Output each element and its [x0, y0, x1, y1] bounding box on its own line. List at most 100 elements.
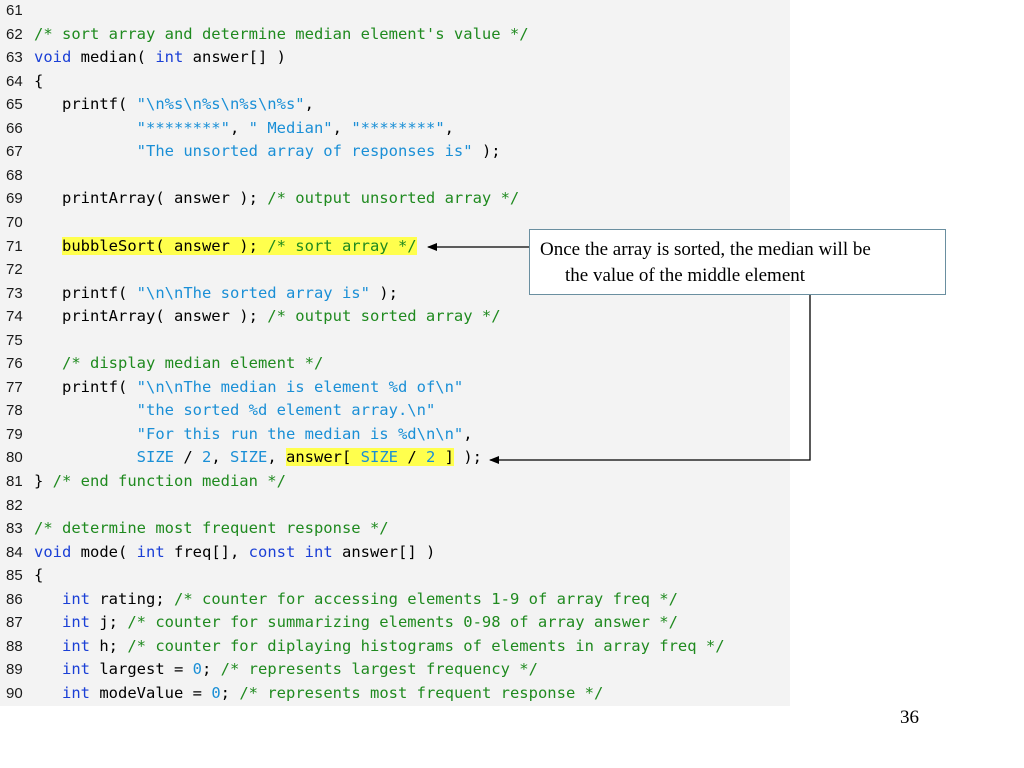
code-line: 79 "For this run the median is %d\n\n", — [0, 423, 790, 446]
code-token-plain: rating; — [90, 589, 174, 608]
code-token-plain: , — [332, 118, 352, 137]
line-number: 69 — [6, 190, 23, 208]
line-number: 85 — [6, 567, 23, 585]
line-number: 65 — [6, 96, 23, 114]
code-token-keyword: void — [34, 48, 72, 67]
code-token-plain: / — [397, 448, 426, 467]
code-line: 81 } /* end function median */ — [0, 470, 790, 493]
line-number: 68 — [6, 166, 23, 184]
code-token-keyword: int — [62, 613, 90, 632]
code-token-comment: /* counter for summarizing elements 0-98… — [127, 613, 678, 632]
code-token-keyword: int — [155, 48, 184, 67]
code-line: 68 — [0, 164, 790, 187]
code-token-plain: median( — [71, 48, 156, 67]
code-token-plain: printArray( answer ); — [34, 307, 268, 326]
code-token-plain: freq[], — [164, 542, 249, 561]
code-token-string: "********" — [136, 118, 230, 137]
code-text: /* sort array and determine median eleme… — [34, 23, 529, 46]
line-number: 67 — [6, 143, 23, 161]
code-token-comment: /* determine most frequent response */ — [34, 519, 389, 538]
code-token-plain: answer[] ) — [332, 542, 436, 561]
code-token-string: "\n\nThe sorted array is" — [136, 283, 370, 302]
line-number: 81 — [6, 473, 23, 490]
code-line: 64 { — [0, 70, 790, 93]
code-token-string: "the sorted %d element array.\n" — [136, 401, 436, 420]
code-token-keyword: int — [62, 683, 90, 702]
code-line: 70 — [0, 211, 790, 234]
code-token-plain: { — [34, 71, 44, 90]
code-token-plain: , — [304, 95, 314, 114]
code-line: 75 — [0, 329, 790, 352]
code-token-plain: j; — [90, 613, 128, 632]
code-token-comment: /* sort array and determine median eleme… — [34, 24, 529, 43]
code-token-comment: /* sort array */ — [267, 236, 417, 255]
line-number: 72 — [6, 261, 23, 279]
code-line: 62 /* sort array and determine median ele… — [0, 23, 790, 46]
line-number: 66 — [6, 119, 23, 137]
code-line: 76 /* display median element */ — [0, 352, 790, 375]
line-number: 88 — [6, 637, 23, 655]
code-text: printf( "\n\nThe median is element %d of… — [34, 376, 463, 399]
code-token-string: "For this run the median is %d\n\n" — [136, 424, 464, 443]
code-token-plain: printArray( answer ); — [34, 189, 268, 208]
code-token-comment: /* counter for accessing elements 1-9 of… — [174, 589, 678, 608]
code-token-comment: /* counter for diplaying histograms of e… — [127, 636, 725, 655]
code-token-comment: /* end function median */ — [52, 472, 286, 490]
code-line: 77 printf( "\n\nThe median is element %d… — [0, 376, 790, 399]
code-token-plain: answer[] ) — [183, 48, 286, 67]
code-token-plain: mode( — [71, 542, 137, 561]
code-token-comment: /* represents most frequent response */ — [239, 683, 604, 702]
code-token-plain: , — [267, 448, 286, 467]
code-token-keyword: int — [62, 636, 90, 655]
code-token-string: "********" — [351, 118, 445, 137]
code-text: } /* end function median */ — [34, 470, 286, 493]
code-text: { — [34, 70, 43, 93]
code-line: 66 "********", " Median", "********", — [0, 117, 790, 140]
code-token-keyword: int — [304, 542, 333, 561]
code-token-string: " Median" — [248, 118, 333, 137]
line-number: 76 — [6, 355, 23, 373]
code-line: 87 int j; /* counter for summarizing ele… — [0, 611, 790, 634]
code-line: 88 int h; /* counter for diplaying histo… — [0, 635, 790, 658]
code-text: void median( int answer[] ) — [34, 46, 286, 69]
code-text: printArray( answer ); /* output unsorted… — [34, 187, 519, 210]
code-text: void mode( int freq[], const int answer[… — [34, 541, 435, 564]
code-line: 74 printArray( answer ); /* output sorte… — [0, 305, 790, 328]
line-number: 80 — [6, 449, 23, 467]
code-token-keyword: int — [62, 660, 90, 679]
line-number: 70 — [6, 213, 23, 231]
code-token-string: "\n%s\n%s\n%s\n%s" — [136, 95, 305, 114]
code-token-plain: ] — [435, 448, 454, 467]
callout-text-line-2: the value of the middle element — [565, 265, 806, 286]
code-line: 69 printArray( answer ); /* output unsor… — [0, 187, 790, 210]
line-number: 86 — [6, 590, 23, 608]
code-token-comment: /* display median element */ — [62, 354, 324, 373]
code-text: "the sorted %d element array.\n" — [34, 399, 436, 422]
code-token-plain: printf( — [34, 283, 137, 302]
line-number: 82 — [6, 496, 23, 514]
code-line: 83 /* determine most frequent response */ — [0, 517, 790, 540]
callout-text-line-1: Once the array is sorted, the median wil… — [540, 239, 871, 260]
code-token-plain: modeValue = — [90, 683, 212, 702]
code-token-comment: /* represents largest frequency */ — [220, 660, 538, 679]
code-line: 82 — [0, 494, 790, 517]
line-number: 73 — [6, 284, 23, 302]
code-text: printArray( answer ); /* output sorted a… — [34, 305, 501, 328]
code-text: int rating; /* counter for accessing ele… — [34, 588, 678, 611]
code-token-comment: /* output sorted array */ — [267, 307, 501, 326]
line-number: 83 — [6, 520, 23, 538]
code-text: printf( "\n%s\n%s\n%s\n%s", — [34, 93, 314, 116]
code-text: "********", " Median", "********", — [34, 117, 454, 140]
code-token-keyword: int — [62, 589, 90, 608]
arrow-to-line-80 — [489, 295, 811, 464]
code-line: 73 printf( "\n\nThe sorted array is" ); — [0, 282, 790, 305]
line-number: 62 — [6, 25, 23, 43]
code-token-string: SIZE — [230, 448, 268, 467]
line-number: 64 — [6, 72, 23, 90]
code-token-num: 2 — [425, 448, 436, 467]
line-number: 78 — [6, 402, 23, 420]
code-line: 71 bubbleSort( answer ); /* sort array *… — [0, 235, 790, 258]
code-token-plain: answer[ — [286, 448, 361, 467]
code-token-plain: , — [463, 424, 473, 443]
